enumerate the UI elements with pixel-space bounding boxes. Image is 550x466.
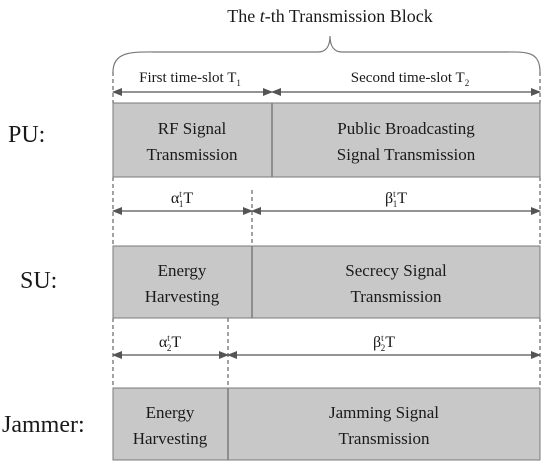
su-timeline-bar [112,245,541,319]
row-label-su: SU: [20,268,57,294]
diagram-title: The t-th Transmission Block [227,6,433,26]
jammer-segment-1-line-2: Harvesting [133,429,208,448]
second-slot-label: Second time-slot T2 [351,70,469,88]
jammer-segment-2-line-2: Transmission [338,429,430,448]
first-slot-label: First time-slot T1 [139,70,241,88]
row-label-jammer: Jammer: [2,412,85,438]
pu-segment-2-line-2: Signal Transmission [337,145,476,164]
pu-segment-1-line-2: Transmission [146,145,238,164]
block-brace [112,35,541,73]
su-segment-1-line-1: Energy [158,261,207,280]
su-segment-2-line-2: Transmission [350,287,442,306]
jammer-segment-2-line-1: Jamming Signal [329,403,439,422]
jammer-segment-1-line-1: Energy [146,403,195,422]
su-segment-2-line-1: Secrecy Signal [345,261,447,280]
pu-segment-2-line-1: Public Broadcasting [337,119,475,138]
su-segment-1-line-2: Harvesting [145,287,220,306]
row-label-pu: PU: [8,122,45,148]
jammer-timeline-bar [112,387,541,461]
pu-timeline-bar [112,102,541,178]
pu-segment-1-line-1: RF Signal [158,119,227,138]
